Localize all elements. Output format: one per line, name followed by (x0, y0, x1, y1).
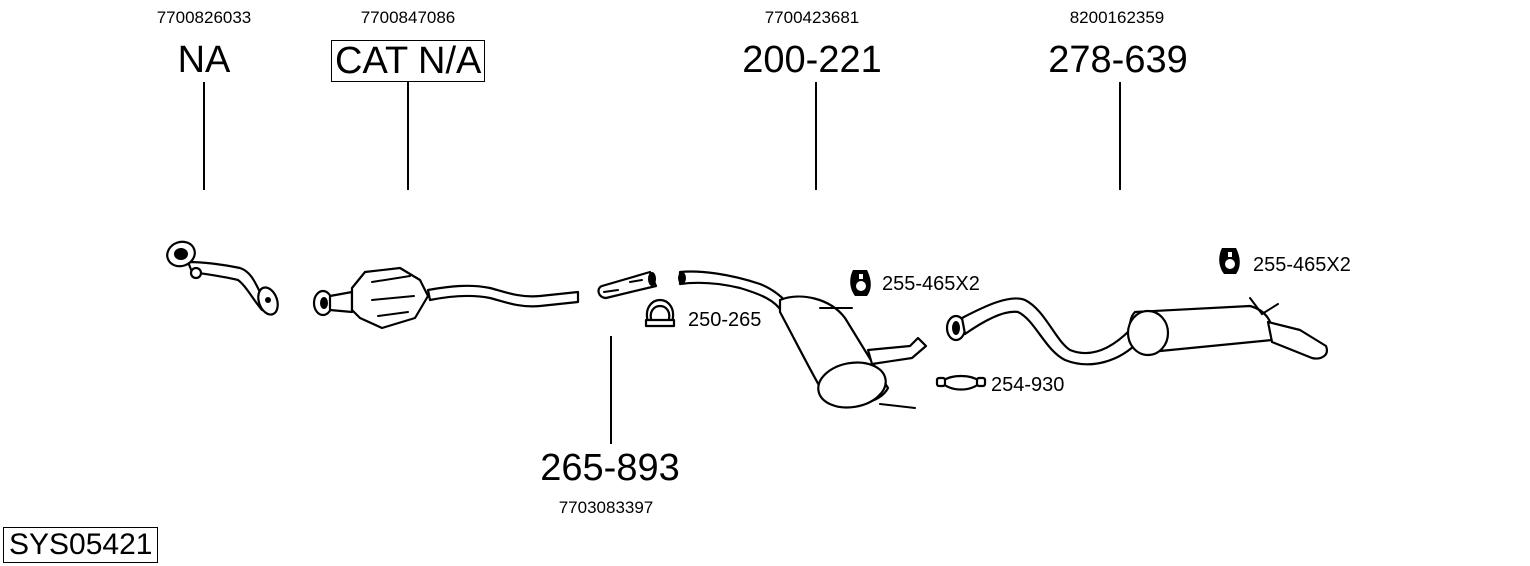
part-number-rear-silencer[interactable]: 278-639 (1048, 39, 1188, 81)
accessory-rubber-mount-2[interactable]: 255-465X2 (1253, 254, 1351, 276)
front-pipe-drawing[interactable] (164, 238, 282, 317)
catalytic-converter-drawing[interactable] (312, 266, 580, 330)
rubber-hanger-icon (1219, 248, 1240, 274)
accessory-rubber-mount-1[interactable]: 255-465X2 (882, 273, 980, 295)
system-code: SYS05421 (3, 527, 159, 563)
flange-clamp-icon (935, 374, 987, 391)
oem-number-middle-silencer: 7700423681 (764, 8, 860, 27)
leader-line (203, 82, 205, 190)
middle-silencer-drawing[interactable] (678, 270, 928, 413)
oem-number-front-pipe: 7700826033 (156, 8, 252, 27)
leader-line (815, 82, 817, 190)
leader-line (1119, 82, 1121, 190)
rear-silencer-drawing[interactable] (945, 297, 1328, 366)
accessory-clamp-250-265[interactable]: 250-265 (688, 309, 762, 331)
part-number-front-pipe[interactable]: NA (177, 39, 231, 81)
leader-line (610, 336, 612, 444)
connector-pipe-drawing[interactable] (597, 270, 658, 300)
part-number-middle-silencer[interactable]: 200-221 (742, 39, 882, 81)
oem-number-catalytic-converter: 7700847086 (360, 8, 456, 27)
part-number-connector-pipe[interactable]: 265-893 (540, 447, 680, 489)
u-bolt-clamp-icon (644, 298, 676, 328)
oem-number-connector-pipe: 7703083397 (558, 498, 654, 517)
oem-number-rear-silencer: 8200162359 (1069, 8, 1165, 27)
leader-line (407, 82, 409, 190)
accessory-clamp-254-930[interactable]: 254-930 (991, 374, 1065, 396)
part-number-catalytic-converter[interactable]: CAT N/A (331, 40, 486, 82)
rubber-hanger-icon (850, 270, 871, 296)
